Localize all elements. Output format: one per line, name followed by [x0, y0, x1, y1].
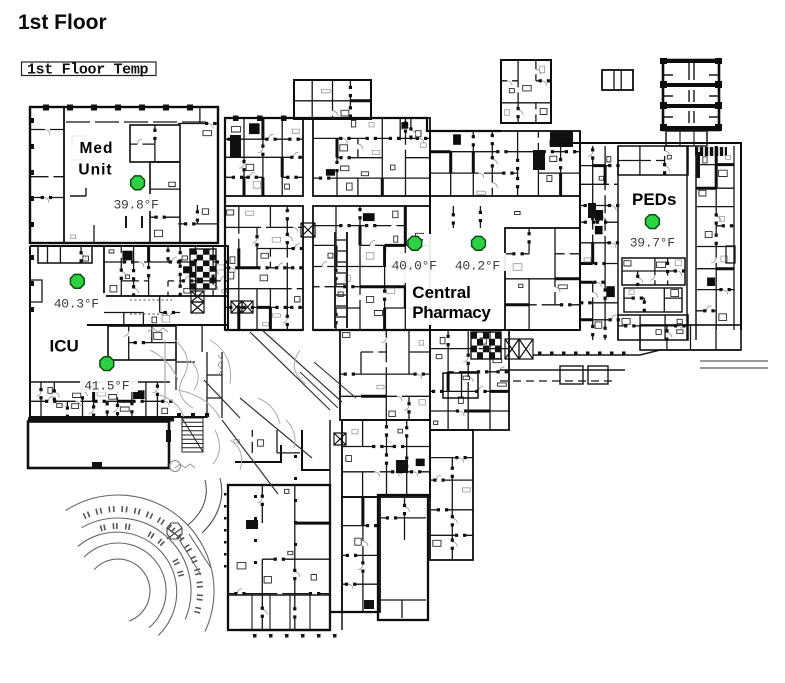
svg-text:ICU: ICU	[50, 337, 79, 356]
svg-text:Unit: Unit	[78, 161, 112, 178]
svg-text:1st Floor: 1st Floor	[18, 11, 107, 34]
svg-text:1st Floor Temp: 1st Floor Temp	[27, 62, 148, 79]
svg-text:Pharmacy: Pharmacy	[412, 303, 491, 322]
svg-text:39.7°F: 39.7°F	[630, 236, 675, 251]
svg-text:39.8°F: 39.8°F	[114, 198, 159, 213]
svg-text:PEDs: PEDs	[632, 190, 676, 209]
svg-text:40.3°F: 40.3°F	[54, 297, 99, 312]
svg-text:Central: Central	[412, 283, 471, 302]
svg-text:Med: Med	[80, 140, 114, 157]
svg-text:41.5°F: 41.5°F	[84, 379, 129, 394]
svg-text:40.0°F: 40.0°F	[392, 259, 437, 274]
svg-text:40.2°F: 40.2°F	[455, 259, 500, 274]
